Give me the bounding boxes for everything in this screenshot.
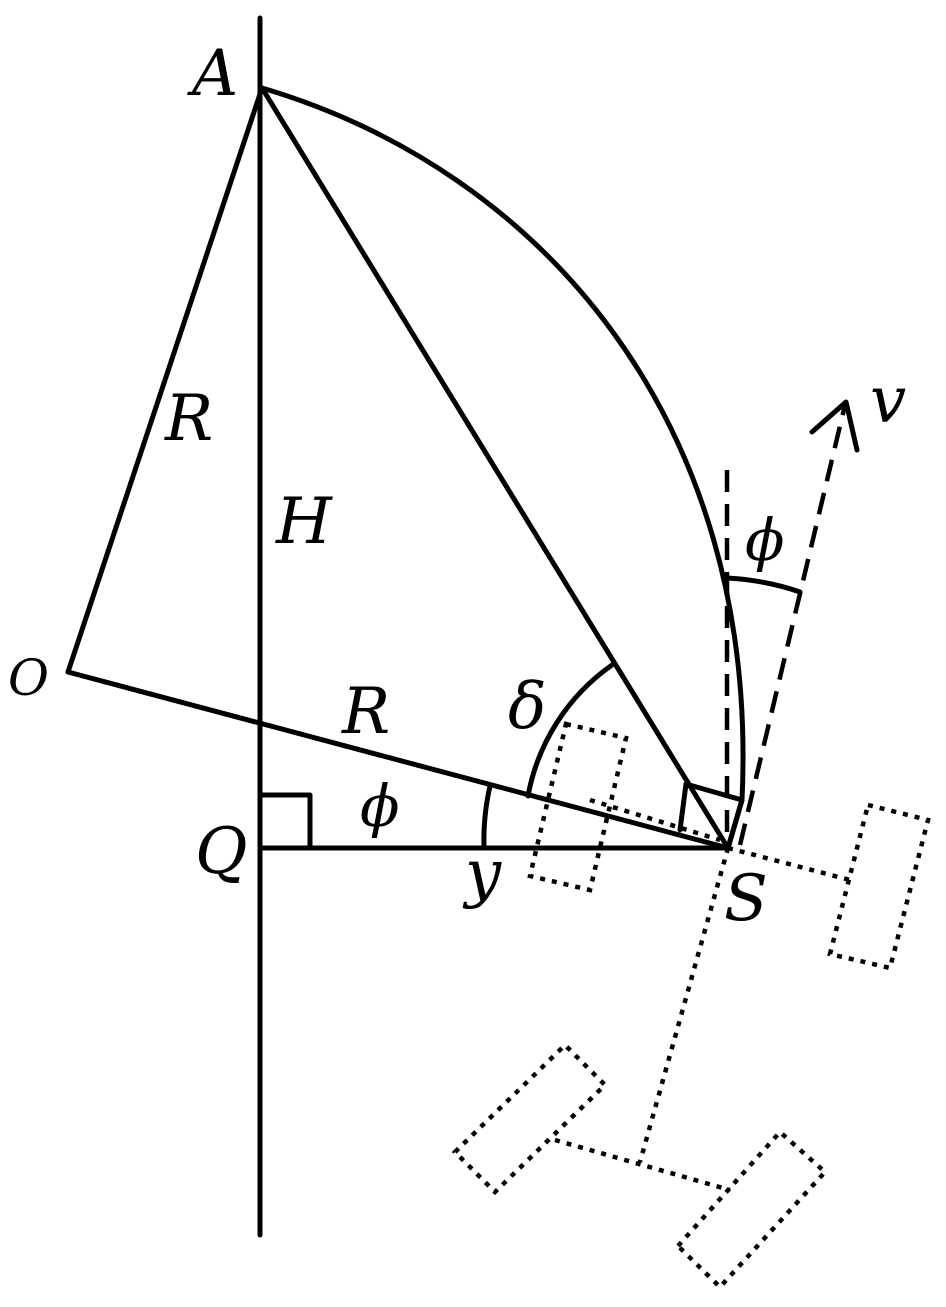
label-segment-R-upper: R <box>164 382 213 456</box>
label-point-O: O <box>8 649 49 707</box>
label-segment-y: y <box>462 837 502 911</box>
velocity-vector <box>737 404 848 846</box>
label-angle-delta: δ <box>508 670 547 744</box>
label-angle-phi-lower: ϕ <box>360 772 400 840</box>
arc-AS <box>259 85 746 851</box>
label-point-A: A <box>187 37 238 111</box>
label-point-Q: Q <box>195 815 247 889</box>
label-point-S: S <box>724 862 768 936</box>
robot-connector-3 <box>554 1137 731 1193</box>
robot-segment-3 <box>451 1041 609 1196</box>
label-vector-v: v <box>870 364 906 438</box>
robot-connector-2 <box>637 847 731 1163</box>
angle-arc-phi-lower <box>481 783 493 851</box>
segment-AS <box>259 85 731 851</box>
robot-segment-1 <box>527 721 629 893</box>
tick-near-S <box>677 781 689 833</box>
angle-arc-delta <box>525 662 615 799</box>
robot-connector-1 <box>727 845 851 883</box>
right-angle-mark-S <box>683 781 745 851</box>
velocity-arrowhead <box>809 399 860 453</box>
right-angle-mark-Q <box>257 792 313 851</box>
label-segment-R-lower: R <box>341 675 390 749</box>
label-angle-phi-upper: ϕ <box>745 506 785 574</box>
robot-figure <box>451 721 931 1291</box>
angle-arc-phi-upper <box>724 575 803 595</box>
label-segment-H: H <box>275 485 333 559</box>
robot-segment-4 <box>674 1128 829 1291</box>
robot-segment-2 <box>827 802 931 971</box>
segment-OS <box>65 669 731 851</box>
segment-OA <box>65 85 265 675</box>
